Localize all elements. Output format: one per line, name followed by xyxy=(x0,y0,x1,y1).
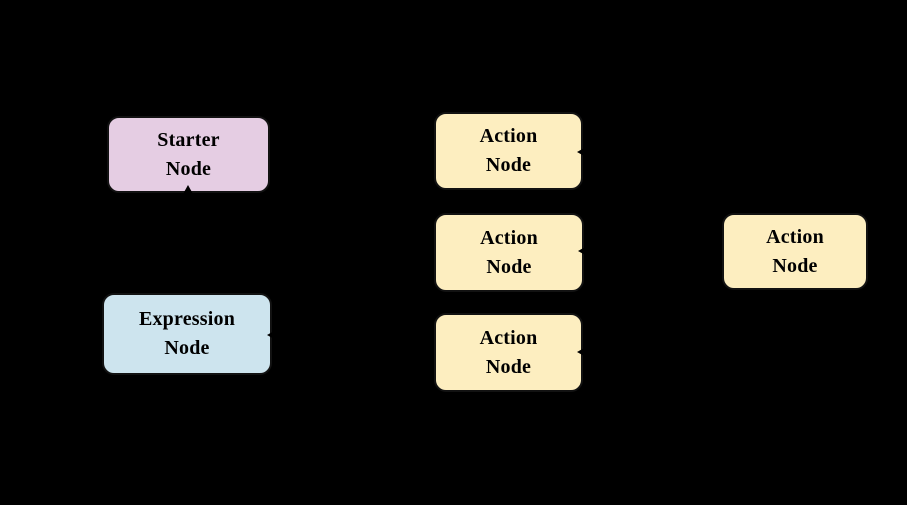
starter-node-label: Starter Node xyxy=(157,128,220,180)
action-node-1: Action Node xyxy=(434,112,583,190)
starter-node: Starter Node xyxy=(107,116,270,193)
action-node-2-arrowhead-icon xyxy=(578,246,587,256)
starter-node-arrowhead-icon xyxy=(183,185,193,194)
action-node-1-arrowhead-icon xyxy=(577,147,586,157)
action-node-1-label: Action Node xyxy=(479,125,538,176)
expression-node-label: Expression Node xyxy=(138,308,236,359)
expression-node: Expression Node xyxy=(102,293,272,375)
action-node-3: Action Node xyxy=(434,313,583,392)
action-node-3-label: Action Node xyxy=(479,326,538,378)
action-node-3-arrowhead-icon xyxy=(577,347,586,357)
action-node-2-label: Action Node xyxy=(480,226,538,278)
action-node-2: Action Node xyxy=(434,213,584,292)
action-node-4-label: Action Node xyxy=(766,225,824,277)
action-node-4: Action Node xyxy=(722,213,868,290)
expression-node-arrowhead-icon xyxy=(267,330,276,340)
